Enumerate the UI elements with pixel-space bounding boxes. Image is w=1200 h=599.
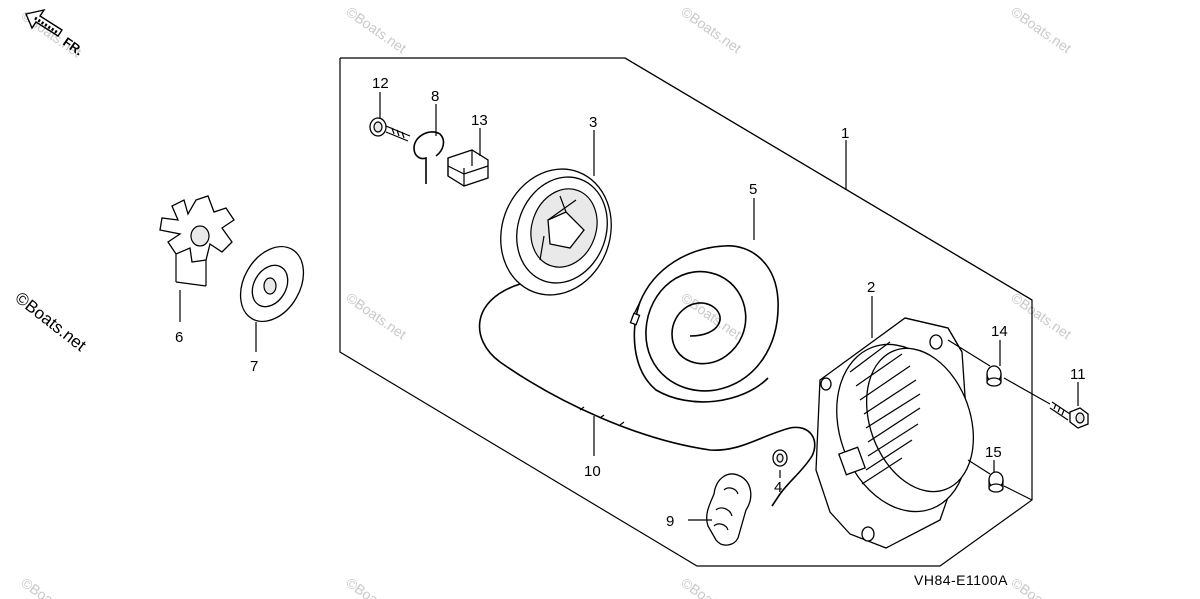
callout-1: 1 [841, 125, 849, 142]
part-7-friction-plate [239, 245, 305, 323]
watermark: ©Boats.net [678, 574, 744, 599]
callout-9: 9 [666, 513, 674, 530]
front-direction-indicator: FR. [25, 8, 86, 58]
watermark: ©Boats.net [343, 289, 409, 342]
watermark: ©Boats.net [1008, 3, 1074, 56]
part-12-screw [369, 117, 411, 142]
callout-14: 14 [991, 323, 1008, 340]
part-13-guide [447, 149, 489, 187]
part-4-nut [772, 449, 788, 467]
watermark: ©Boats.net [18, 574, 84, 599]
watermark: ©Boats.net [1008, 574, 1074, 599]
callout-4: 4 [774, 479, 782, 496]
callout-2: 2 [867, 279, 875, 296]
leader-lines [179, 92, 1079, 521]
watermark: ©Boats.net [343, 3, 409, 56]
callout-5: 5 [749, 181, 757, 198]
part-11-bolt [1049, 401, 1089, 429]
watermark: ©Boats.net [1008, 289, 1074, 342]
watermark: ©Boats.net [678, 289, 744, 342]
callout-3: 3 [589, 114, 597, 131]
callout-13: 13 [471, 112, 488, 129]
callout-12: 12 [372, 75, 389, 92]
part-15-collar [988, 471, 1004, 493]
part-14-collar [986, 365, 1002, 387]
callout-7: 7 [250, 358, 258, 375]
callout-11: 11 [1070, 366, 1086, 383]
watermark: ©Boats.net [12, 288, 90, 355]
watermark: ©Boats.net [343, 574, 409, 599]
watermark: ©Boats.net [678, 3, 744, 56]
callout-15: 15 [985, 444, 1002, 461]
diagram-code: VH84-E1100A [914, 572, 1008, 588]
callout-10: 10 [584, 463, 601, 480]
part-3-reel [500, 168, 612, 296]
callout-8: 8 [431, 88, 439, 105]
part-10-starter-rope [478, 283, 816, 507]
part-8-clip [413, 131, 445, 184]
callout-labels: 1 2 3 4 5 6 7 8 9 10 11 12 13 14 15 [175, 75, 1086, 530]
part-5-spiral-spring [629, 245, 779, 403]
part-6-ratchet [159, 195, 235, 287]
part-9-starter-grip [706, 473, 752, 546]
callout-6: 6 [175, 329, 183, 346]
part-2-starter-case [815, 317, 975, 549]
